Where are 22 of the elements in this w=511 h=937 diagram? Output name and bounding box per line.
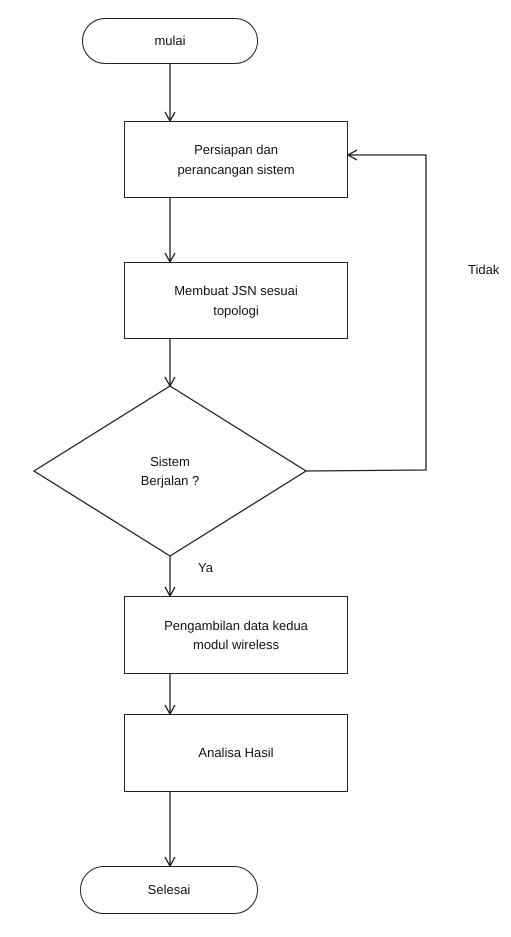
arrow [164,198,176,263]
process-box [124,121,348,198]
node-text: Sistem Berjalan ? [140,452,200,490]
process-box [124,714,348,792]
arrow [164,339,176,387]
node-text: Membuat JSN sesuai topologi [173,282,299,320]
arrow [164,792,176,867]
arrow [164,64,176,122]
edge-label: Tidak [466,262,502,277]
arrow [164,556,176,597]
arrow [164,674,176,715]
process-box [124,262,348,339]
node-text: Analisa Hasil [198,744,274,762]
node-text: Selesai [148,881,190,900]
terminal-shape [80,866,258,914]
arrow [306,149,427,472]
terminal-shape [82,18,258,64]
process-box [124,596,348,674]
node-text: mulai [154,32,186,50]
edge-label: Ya [196,560,215,575]
node-text: Persiapan dan perancangan sistem [176,141,296,179]
node-text: Pengambilan data kedua modul wireless [163,616,309,654]
